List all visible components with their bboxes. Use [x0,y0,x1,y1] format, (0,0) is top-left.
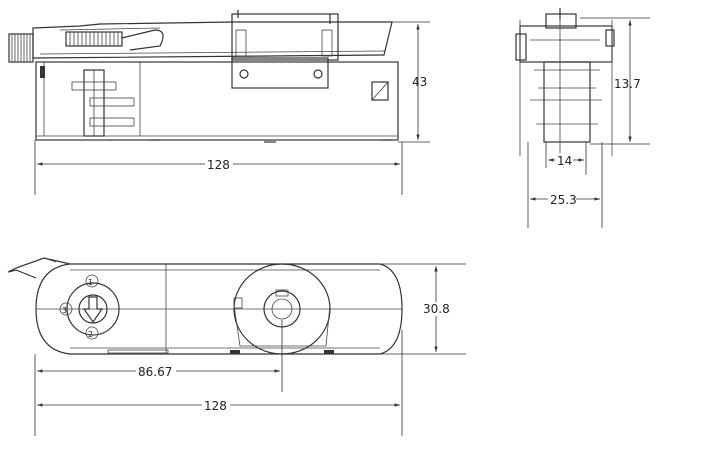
arrow-down-icon [82,296,104,324]
lower-housing [35,61,399,141]
gear-strip [65,31,123,47]
dimension-top-length: 128 [37,330,403,436]
mounting-bracket [231,10,339,89]
top-length-label: 128 [204,399,227,413]
knurled-wheel [8,33,34,63]
side-body [543,61,591,143]
side-view: 13.7 14 25.3 [515,8,650,228]
front-height-label: 43 [412,75,427,89]
dimension-side-height: 13.7 [580,17,650,145]
dimension-front-length: 128 [34,140,403,195]
dial-mark-1: 1 [88,278,93,287]
spring-wire [121,29,164,51]
mode-dial: 1 2 3 [59,274,120,340]
dimension-front-height: 43 [392,21,430,143]
dial-mark-3: 3 [62,306,67,315]
side-inner-width-label: 14 [557,154,572,168]
top-view: 1 2 3 30.8 [7,257,466,436]
dimension-side-outer-width: 25.3 [527,142,603,228]
dial-mark-2: 2 [88,330,93,339]
front-view: 43 128 [8,10,430,195]
front-length-label: 128 [207,158,230,172]
side-height-label: 13.7 [614,77,641,91]
dimension-side-inner-width: 14 [545,142,587,175]
upper-housing [32,21,393,59]
side-upper-housing [519,25,613,63]
dimension-top-offset: 86.67 [34,320,283,436]
top-width-label: 30.8 [423,302,450,316]
top-body [35,263,403,355]
dimension-top-width: 30.8 [380,263,466,355]
clip-wire [7,257,71,279]
mechanism [71,69,135,137]
window-square [371,81,389,101]
top-offset-label: 86.67 [138,365,172,379]
side-outer-width-label: 25.3 [550,193,577,207]
